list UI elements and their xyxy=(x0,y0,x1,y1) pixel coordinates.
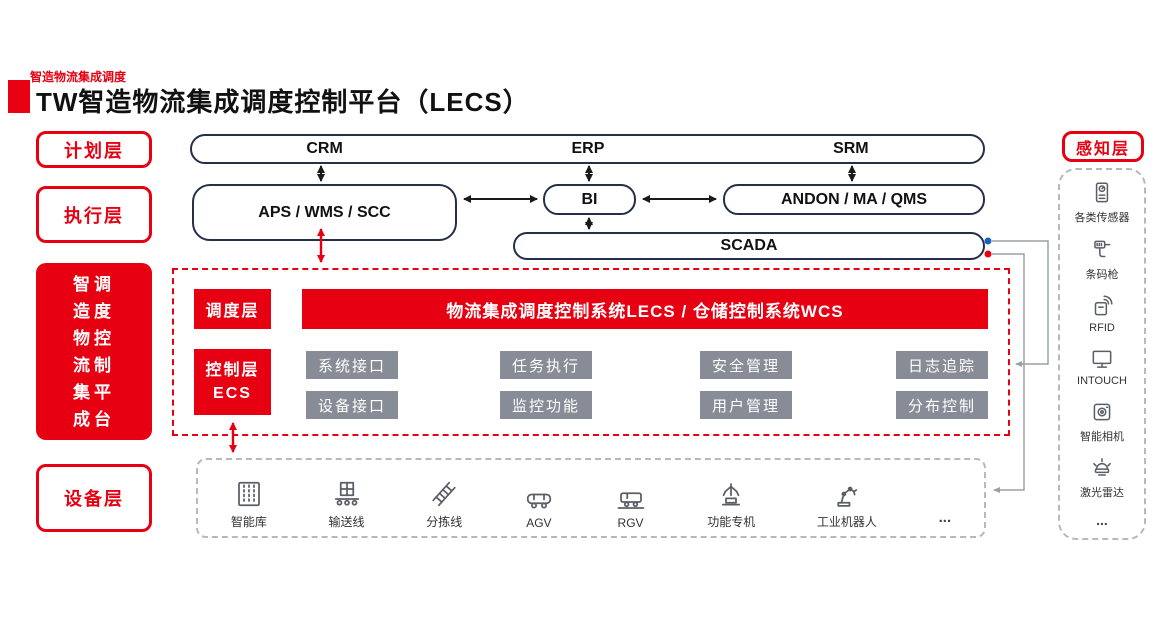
smart-camera-icon xyxy=(1093,403,1111,420)
label-srm: SRM xyxy=(833,140,869,157)
module-button: 设备接口 xyxy=(306,391,398,419)
perception-item: ... xyxy=(1096,512,1108,528)
device-item: 输送线 xyxy=(329,479,365,530)
device-label: 分拣线 xyxy=(426,515,463,529)
special-machine-icon xyxy=(722,483,741,506)
device-label: AGV xyxy=(526,516,552,530)
perception-item: 激光雷达 xyxy=(1080,455,1124,500)
lecs-wcs-bar: 物流集成调度控制系统LECS / 仓储控制系统WCS xyxy=(302,289,988,329)
device-label: 输送线 xyxy=(328,515,365,529)
scheduling-layer-chip: 调度层 xyxy=(194,289,271,329)
module-button: 用户管理 xyxy=(700,391,792,419)
device-label: 功能专机 xyxy=(707,515,756,529)
sorting-icon xyxy=(432,481,456,507)
perception-label: 条码枪 xyxy=(1085,268,1119,281)
platform-layer-label: 智调 造度 物控 流制 集平 成台 xyxy=(36,263,152,440)
platform-label-line: 流制 xyxy=(73,355,115,375)
sensor-icon xyxy=(1095,182,1109,203)
lidar-icon xyxy=(1093,458,1111,477)
device-label: 工业机器人 xyxy=(816,515,877,529)
perception-label: INTOUCH xyxy=(1077,374,1127,387)
rgv-icon xyxy=(617,492,644,509)
ellipsis-label: ... xyxy=(938,509,952,526)
layer-label-execute: 执行层 xyxy=(36,186,152,243)
scada-dot-blue xyxy=(984,237,992,245)
platform-label-line: 智调 xyxy=(73,274,115,294)
module-button: 系统接口 xyxy=(306,351,398,379)
ellipsis-label: ... xyxy=(1096,511,1108,528)
scada-box: SCADA xyxy=(513,232,985,260)
perception-item: 条码枪 xyxy=(1086,237,1119,282)
control-layer-chip: 控制层 ECS xyxy=(194,349,271,415)
device-item: ... xyxy=(939,509,952,530)
perception-item: RFID xyxy=(1089,293,1115,334)
scada-dot-red xyxy=(984,250,992,258)
perception-item: INTOUCH xyxy=(1077,346,1127,387)
device-box xyxy=(196,458,986,538)
warehouse-icon xyxy=(237,481,260,507)
device-item: 工业机器人 xyxy=(817,479,877,530)
agv-icon xyxy=(526,493,552,509)
robot-arm-icon xyxy=(837,486,858,507)
conveyor-icon xyxy=(334,481,359,506)
perception-item: 智能相机 xyxy=(1080,399,1124,444)
perception-item: 各类传感器 xyxy=(1075,180,1130,225)
rfid-icon xyxy=(1094,295,1113,316)
title-marker xyxy=(8,80,30,113)
module-button: 日志追踪 xyxy=(896,351,988,379)
device-item: 智能库 xyxy=(231,479,267,530)
device-items-row: 智能库 输送线 分 xyxy=(200,466,982,530)
perception-panel xyxy=(1058,168,1146,540)
perception-label: RFID xyxy=(1089,322,1115,335)
control-layer-sublabel: ECS xyxy=(213,385,252,402)
barcode-scanner-icon xyxy=(1094,240,1111,257)
platform-label-line: 造度 xyxy=(73,301,115,321)
module-button: 安全管理 xyxy=(700,351,792,379)
platform-label-line: 成台 xyxy=(73,409,115,429)
layer-label-plan: 计划层 xyxy=(36,131,152,168)
label-crm: CRM xyxy=(306,140,343,157)
device-label: 智能库 xyxy=(230,515,267,529)
device-item: 功能专机 xyxy=(707,479,755,530)
label-erp: ERP xyxy=(571,140,605,157)
layer-label-device: 设备层 xyxy=(36,464,152,532)
aps-wms-scc-box: APS / WMS / SCC xyxy=(192,184,457,241)
andon-ma-qms-box: ANDON / MA / QMS xyxy=(723,184,985,215)
perception-items-column: 各类传感器 条码枪 RFID xyxy=(1058,168,1146,540)
perception-label: 智能相机 xyxy=(1080,430,1124,443)
intouch-icon xyxy=(1092,350,1112,368)
platform-label-line: 集平 xyxy=(73,382,115,402)
page-title: TW智造物流集成调度控制平台（LECS） xyxy=(36,87,530,117)
device-label: RGV xyxy=(617,516,644,530)
module-button: 监控功能 xyxy=(500,391,592,419)
perception-layer-label: 感知层 xyxy=(1062,131,1144,162)
device-item: 分拣线 xyxy=(426,479,462,530)
perception-label: 激光雷达 xyxy=(1080,487,1124,500)
device-item: AGV xyxy=(524,482,554,530)
module-button: 任务执行 xyxy=(500,351,592,379)
device-item: RGV xyxy=(616,482,646,530)
platform-label-line: 物控 xyxy=(73,328,115,348)
bi-box: BI xyxy=(543,184,636,215)
top-systems-box: CRM ERP SRM xyxy=(190,134,985,164)
control-layer-label: 控制层 xyxy=(205,362,260,379)
page-overline: 智造物流集成调度 xyxy=(30,70,127,84)
module-button: 分布控制 xyxy=(896,391,988,419)
perception-label: 各类传感器 xyxy=(1074,212,1130,224)
